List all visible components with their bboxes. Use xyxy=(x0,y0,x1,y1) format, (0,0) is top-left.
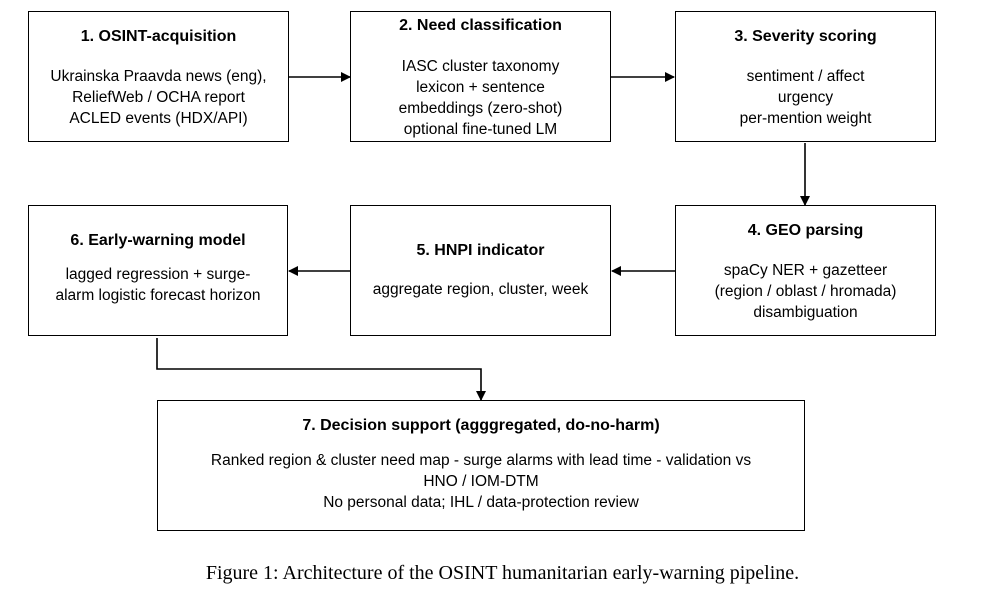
node-need-classification-line: lexicon + sentence xyxy=(416,79,545,96)
node-decision-support: 7. Decision support (agggregated, do-no-… xyxy=(157,400,805,531)
node-early-warning-model-title: 6. Early-warning model xyxy=(70,232,246,249)
node-hnpi-indicator: 5. HNPI indicator aggregate region, clus… xyxy=(350,205,611,336)
node-decision-support-line: Ranked region & cluster need map - surge… xyxy=(210,452,752,469)
node-early-warning-model: 6. Early-warning model lagged regression… xyxy=(28,205,288,336)
node-severity-scoring-line: urgency xyxy=(777,89,834,106)
node-severity-scoring-line: per-mention weight xyxy=(739,110,872,127)
node-severity-scoring-title: 3. Severity scoring xyxy=(734,28,877,45)
node-need-classification-line: embeddings (zero-shot) xyxy=(398,100,563,117)
node-geo-parsing-title: 4. GEO parsing xyxy=(747,222,864,239)
node-hnpi-indicator-title: 5. HNPI indicator xyxy=(416,242,545,259)
node-geo-parsing-line: spaCy NER + gazetteer xyxy=(723,262,888,279)
node-geo-parsing: 4. GEO parsing spaCy NER + gazetteer (re… xyxy=(675,205,936,336)
node-decision-support-line: HNO / IOM-DTM xyxy=(423,473,539,490)
node-need-classification-line: optional fine-tuned LM xyxy=(403,121,558,138)
arrow-6-to-7 xyxy=(156,338,486,401)
node-hnpi-indicator-line: aggregate region, cluster, week xyxy=(372,281,589,298)
node-need-classification: 2. Need classification IASC cluster taxo… xyxy=(350,11,611,142)
node-need-classification-line: IASC cluster taxonomy xyxy=(401,58,560,75)
node-severity-scoring: 3. Severity scoring sentiment / affect u… xyxy=(675,11,936,142)
node-need-classification-title: 2. Need classification xyxy=(399,17,562,34)
node-geo-parsing-line: (region / oblast / hromada) xyxy=(714,283,897,300)
node-osint-acquisition: 1. OSINT-acquisition Ukrainska Praavda n… xyxy=(28,11,289,142)
node-severity-scoring-line: sentiment / affect xyxy=(746,68,865,85)
node-osint-acquisition-line: Ukrainska Praavda news (eng), xyxy=(50,68,267,85)
node-osint-acquisition-line: ReliefWeb / OCHA report xyxy=(72,89,245,106)
node-decision-support-title: 7. Decision support (agggregated, do-no-… xyxy=(302,417,660,434)
node-osint-acquisition-title: 1. OSINT-acquisition xyxy=(80,28,237,45)
node-early-warning-model-line: lagged regression + surge- xyxy=(65,266,251,283)
node-decision-support-line: No personal data; IHL / data-protection … xyxy=(323,494,639,511)
node-early-warning-model-line: alarm logistic forecast horizon xyxy=(55,287,261,304)
figure-caption: Figure 1: Architecture of the OSINT huma… xyxy=(205,562,800,584)
node-osint-acquisition-line: ACLED events (HDX/API) xyxy=(69,110,248,127)
node-geo-parsing-line: disambiguation xyxy=(753,304,858,321)
